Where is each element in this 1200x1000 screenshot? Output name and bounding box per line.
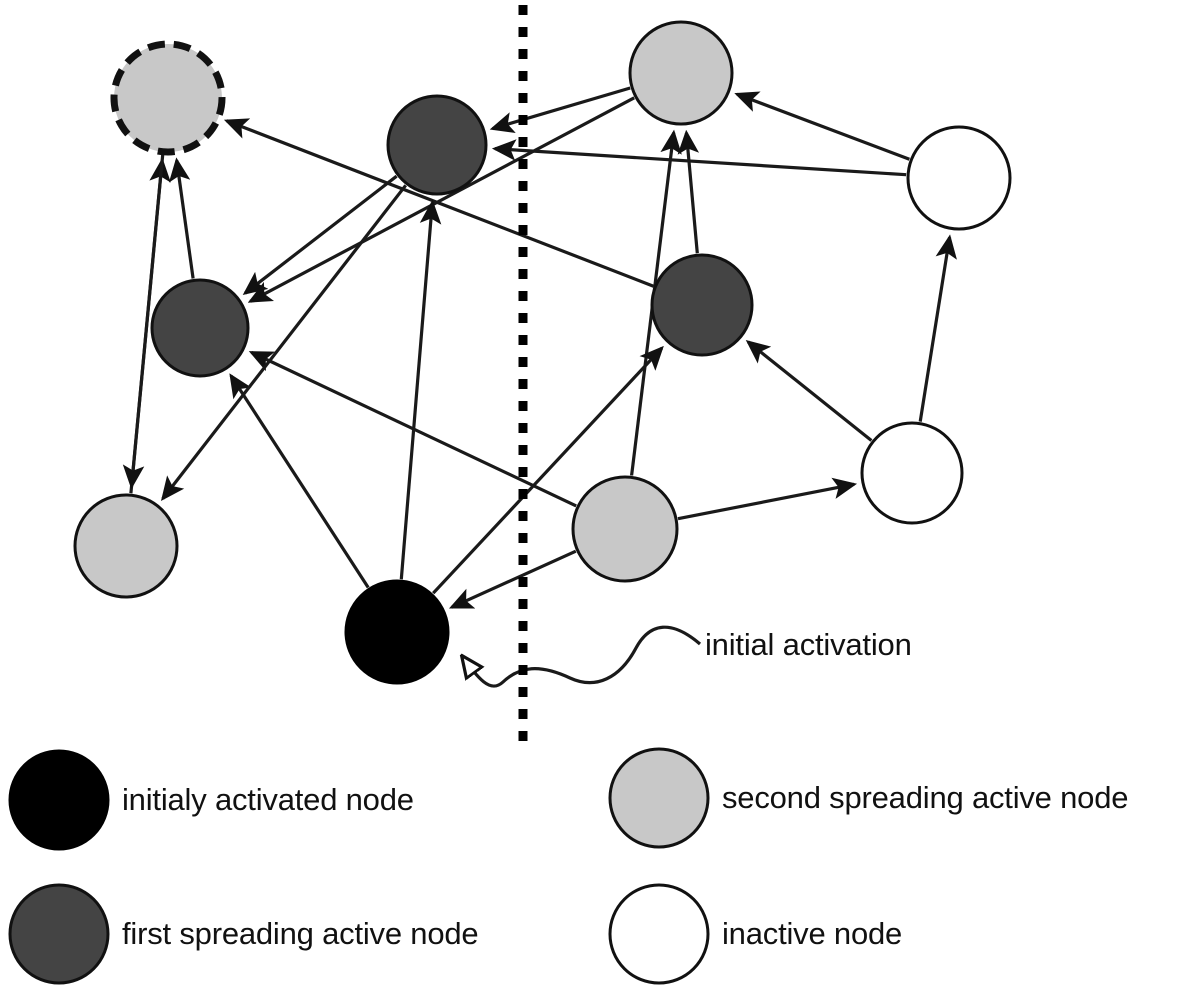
legend-first-spreading-label: first spreading active node (122, 916, 479, 951)
node-second-spreading-top[interactable] (628, 20, 734, 126)
edge-n9-to-n10 (448, 549, 577, 609)
node-first-spreading-left[interactable] (150, 278, 250, 378)
edge-n3-to-n2 (489, 86, 631, 134)
special-edges-layer (462, 625, 702, 688)
nodes-layer (73, 20, 1012, 685)
edge-n9-to-n7 (677, 477, 858, 521)
legend-second-spreading-swatch (608, 747, 710, 849)
edge-n7-to-n4 (918, 234, 957, 422)
legend-initially-activated-swatch (8, 749, 110, 851)
node-second-spreading-left[interactable] (73, 493, 179, 599)
edge-n3-to-n5 (247, 96, 635, 303)
node-first-spreading-top[interactable] (386, 94, 488, 196)
edge-initial-activation-to-n10 (462, 625, 702, 688)
node-second-spreading-bottom[interactable] (571, 475, 679, 583)
edge-n4-to-n3 (734, 91, 910, 161)
node-inactive-top-right[interactable] (906, 125, 1012, 231)
edge-n1-to-n8 (122, 153, 165, 490)
annotation-initial-activation: initial activation (705, 627, 912, 662)
legend-inactive-swatch (608, 883, 710, 985)
legend-second-spreading-label: second spreading active node (722, 780, 1129, 815)
node-inactive-bottom-right[interactable] (860, 421, 964, 525)
edge-n6-to-n3 (677, 129, 700, 254)
legend-layer (8, 747, 710, 985)
legend-inactive-label: inactive node (722, 916, 903, 951)
edge-n2-to-n8 (160, 184, 407, 501)
edges-layer (122, 86, 957, 609)
legend-initially-activated-label: initialy activated node (122, 782, 414, 817)
edge-n10-to-n5 (229, 373, 370, 589)
legend-first-spreading-swatch (8, 883, 110, 985)
edge-n4-to-n2 (491, 139, 907, 177)
node-highlighted-second-spreading[interactable] (110, 40, 226, 156)
edge-n10-to-n6 (432, 345, 664, 595)
edge-n2-to-n5 (242, 174, 398, 296)
edge-n10-to-n2 (399, 199, 442, 580)
edge-n7-to-n6 (745, 340, 873, 442)
node-initially-activated[interactable] (344, 579, 450, 685)
node-first-spreading-right[interactable] (650, 253, 754, 357)
edge-n5-to-n1 (168, 157, 195, 279)
